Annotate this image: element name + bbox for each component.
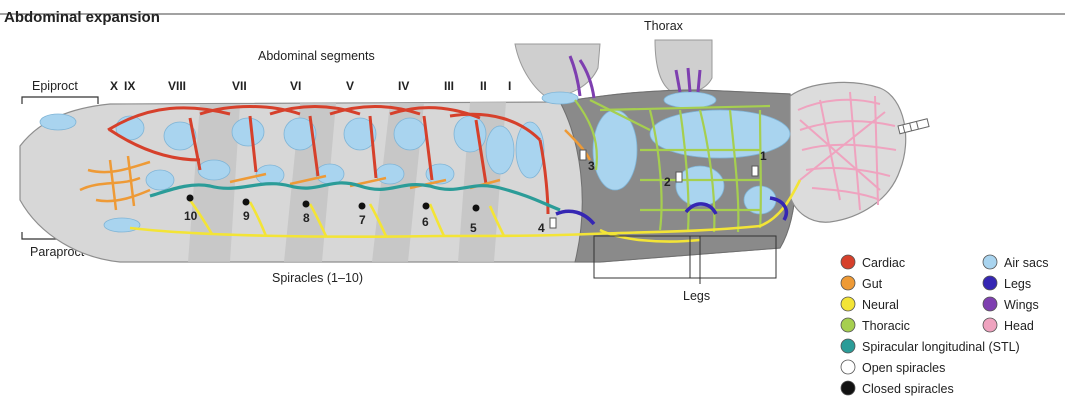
- spiracle-number: 2: [664, 175, 671, 189]
- legend: Cardiac Gut Neural Thoracic Spiracular l…: [841, 255, 1048, 396]
- legend-swatch: [983, 318, 997, 332]
- open-spiracle: [550, 218, 556, 228]
- legend-swatch: [841, 276, 855, 290]
- legend-label: Head: [1004, 319, 1034, 333]
- legend-item: Neural: [841, 297, 899, 312]
- legend-label: Cardiac: [862, 256, 905, 270]
- spiracles-label: Spiracles (1–10): [272, 271, 363, 285]
- legend-label: Legs: [1004, 277, 1031, 291]
- segment-numeral: X: [110, 79, 118, 93]
- legend-item: Gut: [841, 276, 883, 291]
- epiproct-label: Epiproct: [32, 79, 78, 93]
- legend-swatch: [841, 360, 855, 374]
- segment-numeral: VII: [232, 79, 247, 93]
- legend-swatch: [841, 339, 855, 353]
- legend-label: Wings: [1004, 298, 1039, 312]
- legend-label: Spiracular longitudinal (STL): [862, 340, 1020, 354]
- legend-item: Wings: [983, 297, 1039, 312]
- epiproct-bracket: [22, 97, 98, 104]
- legend-item: Air sacs: [983, 255, 1048, 270]
- closed-spiracle: [423, 203, 430, 210]
- legend-swatch: [841, 297, 855, 311]
- legend-label: Gut: [862, 277, 883, 291]
- open-spiracle: [752, 166, 758, 176]
- segment-numeral: IV: [398, 79, 409, 93]
- spiracle-number: 5: [470, 221, 477, 235]
- closed-spiracle: [187, 195, 194, 202]
- segment-numeral: VI: [290, 79, 301, 93]
- spiracle-number: 10: [184, 209, 198, 223]
- segment-numeral: III: [444, 79, 454, 93]
- closed-spiracle: [303, 201, 310, 208]
- figure-title: Abdominal expansion: [4, 9, 160, 26]
- legend-item: Closed spiracles: [841, 381, 954, 396]
- segment-numerals: X IX VIII VII VI V IV III II I: [110, 79, 511, 93]
- legend-label: Thoracic: [862, 319, 910, 333]
- legend-item: Open spiracles: [841, 360, 945, 375]
- legend-label: Air sacs: [1004, 256, 1048, 270]
- legend-label: Open spiracles: [862, 361, 945, 375]
- open-spiracle: [676, 172, 682, 182]
- head: [790, 82, 906, 222]
- segment-numeral: I: [508, 79, 511, 93]
- legend-item: Thoracic: [841, 318, 910, 333]
- thorax-label: Thorax: [644, 19, 684, 33]
- legend-swatch: [841, 318, 855, 332]
- legend-item: Head: [983, 318, 1034, 333]
- abdominal-segments-label: Abdominal segments: [258, 49, 375, 63]
- legend-item: Legs: [983, 276, 1031, 291]
- legs-label: Legs: [683, 289, 710, 303]
- segment-numeral: V: [346, 79, 354, 93]
- legend-swatch: [841, 255, 855, 269]
- legend-label: Closed spiracles: [862, 382, 954, 396]
- segment-numeral: II: [480, 79, 487, 93]
- legend-swatch: [983, 297, 997, 311]
- legend-label: Neural: [862, 298, 899, 312]
- spiracle-number: 7: [359, 213, 366, 227]
- spiracle-number: 1: [760, 149, 767, 163]
- segment-numeral: IX: [124, 79, 135, 93]
- legend-swatch: [983, 255, 997, 269]
- spiracle-number: 4: [538, 221, 545, 235]
- thorax-plates: [515, 40, 712, 98]
- spiracle-number: 6: [422, 215, 429, 229]
- closed-spiracle: [359, 203, 366, 210]
- spiracle-number: 8: [303, 211, 310, 225]
- segment-numeral: VIII: [168, 79, 186, 93]
- legend-swatch: [841, 381, 855, 395]
- legend-swatch: [983, 276, 997, 290]
- legend-item: Cardiac: [841, 255, 905, 270]
- closed-spiracle: [473, 205, 480, 212]
- spiracle-number: 3: [588, 159, 595, 173]
- closed-spiracle: [243, 199, 250, 206]
- open-spiracle: [580, 150, 586, 160]
- spiracle-number: 9: [243, 209, 250, 223]
- legend-item: Spiracular longitudinal (STL): [841, 339, 1020, 354]
